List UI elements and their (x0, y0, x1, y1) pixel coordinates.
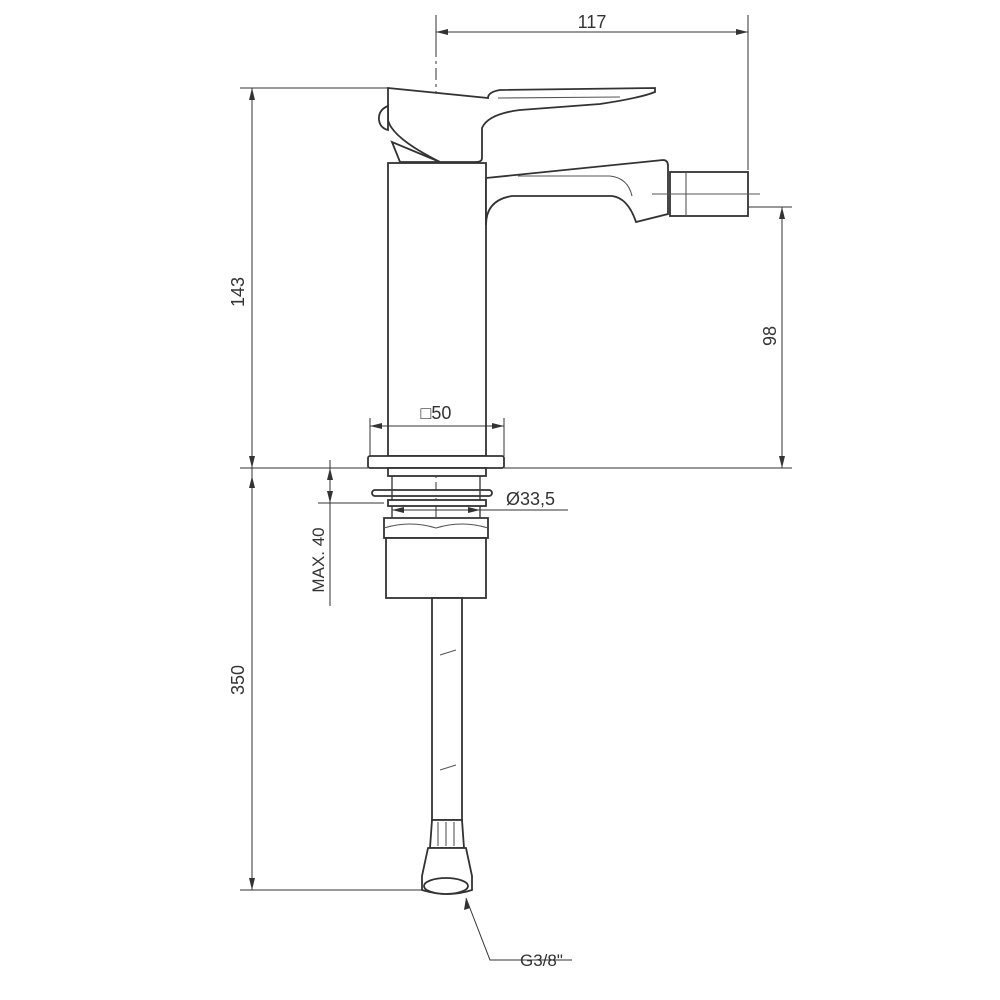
base-ring (387, 467, 487, 477)
flexible-hose (431, 597, 463, 821)
hose-fitting (429, 819, 465, 849)
dimension-lines (240, 15, 792, 961)
dim-thread-diameter: Ø33,5 (506, 489, 555, 509)
gasket (371, 489, 493, 497)
dim-body-square: □50 (421, 403, 452, 423)
dim-overall-width: 117 (578, 12, 607, 32)
faucet-outline (367, 87, 760, 895)
handle-knob (378, 104, 389, 132)
hose-nut-opening (423, 877, 469, 895)
washer (387, 499, 487, 507)
faucet-body (387, 162, 487, 457)
dim-hose-length: 350 (228, 665, 248, 695)
lever-handle (387, 87, 656, 163)
lower-shank (385, 537, 487, 599)
base-plate (367, 455, 505, 469)
handle-base-wedge (390, 140, 441, 163)
spout (485, 159, 669, 226)
dim-hose-connection: G3/8" (520, 951, 563, 970)
dim-height-above-deck: 143 (228, 277, 248, 307)
dim-spout-height: 98 (760, 326, 780, 346)
dim-max-deck-thickness: MAX. 40 (309, 527, 328, 592)
